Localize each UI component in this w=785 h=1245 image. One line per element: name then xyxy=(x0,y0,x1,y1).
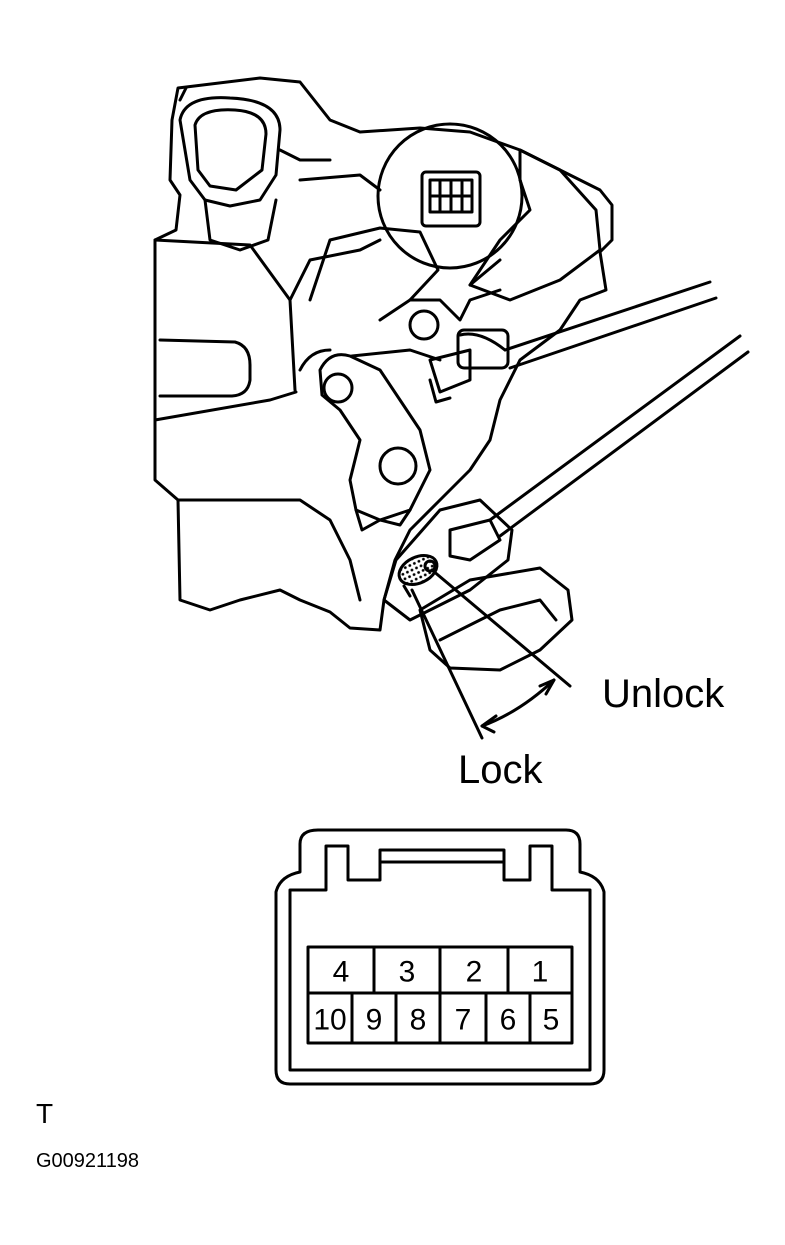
arc-arrowhead-lock xyxy=(480,714,498,734)
figure-id: G00921198 xyxy=(36,1150,140,1172)
connector-inner-shell xyxy=(288,844,592,1072)
pin-8: 8 xyxy=(410,1004,427,1037)
connector-face: 4 3 2 1 10 9 8 7 6 5 xyxy=(274,828,606,1086)
pin-2: 2 xyxy=(466,956,483,989)
position-switch-housing xyxy=(382,498,574,672)
motor-connector-socket xyxy=(376,122,524,270)
pin-1: 1 xyxy=(532,956,549,989)
terminal-grid xyxy=(306,945,574,1045)
pin-5: 5 xyxy=(543,1004,560,1037)
arc-arrowhead-unlock xyxy=(538,678,556,696)
pin-3: 3 xyxy=(399,956,416,989)
connector-side-label: T xyxy=(36,1098,54,1129)
pin-6: 6 xyxy=(500,1004,517,1037)
right-housing xyxy=(468,148,602,302)
control-cables xyxy=(428,280,750,538)
connector-outer-shell xyxy=(274,828,606,1086)
lock-lever xyxy=(298,348,442,532)
inner-panel xyxy=(153,148,502,398)
lock-position-cam xyxy=(397,553,439,598)
pin-10: 10 xyxy=(313,1004,346,1037)
unlock-label: Unlock xyxy=(602,672,725,716)
unlock-position-line xyxy=(430,568,572,688)
pin-9: 9 xyxy=(366,1004,383,1037)
lock-position-line xyxy=(410,588,484,740)
lock-body xyxy=(153,76,614,632)
upper-tab xyxy=(178,96,282,252)
pin-7: 7 xyxy=(455,1004,472,1037)
lock-label: Lock xyxy=(458,748,543,792)
rotation-arc xyxy=(480,678,556,728)
lock-unlock-indicator xyxy=(410,568,572,740)
pin-4: 4 xyxy=(333,956,350,989)
